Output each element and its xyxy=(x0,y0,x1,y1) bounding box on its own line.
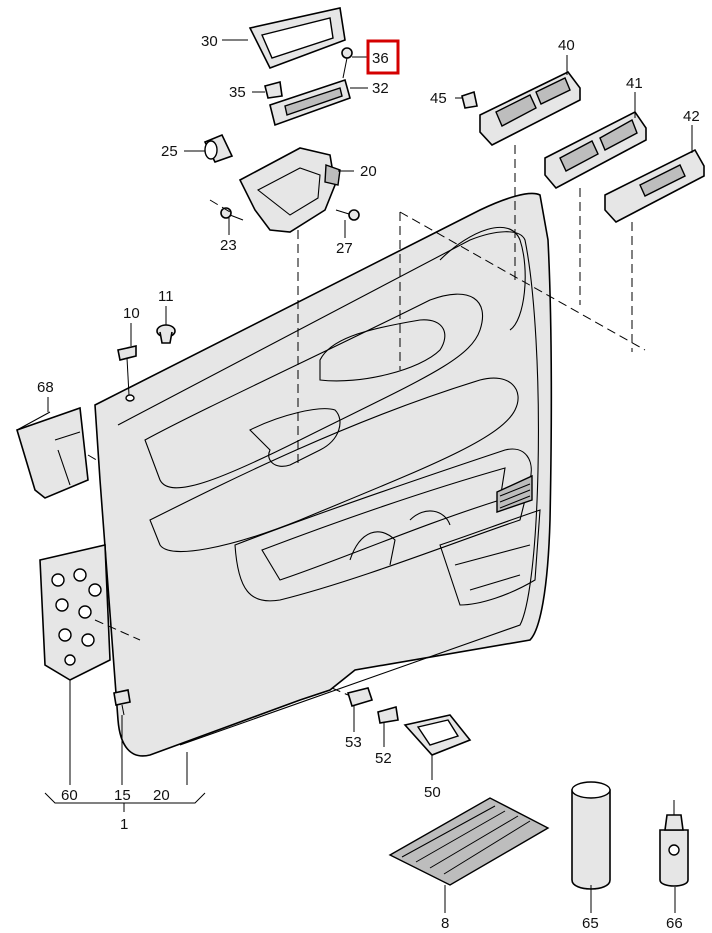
part-11-clip xyxy=(156,324,176,344)
label-32: 32 xyxy=(372,80,389,97)
label-52: 52 xyxy=(375,750,392,767)
part-labels: 30 36 35 32 25 20 23 27 40 45 41 42 10 1… xyxy=(37,33,700,932)
part-36-screw xyxy=(341,47,353,79)
part-35-clip xyxy=(264,80,283,99)
part-23-screw xyxy=(220,207,244,221)
label-20-bottom: 20 xyxy=(153,787,170,804)
label-40: 40 xyxy=(558,37,575,54)
label-11: 11 xyxy=(158,288,174,305)
label-36: 36 xyxy=(372,50,389,67)
part-65-roll xyxy=(571,781,611,890)
label-60: 60 xyxy=(61,787,78,804)
part-52-clip xyxy=(377,705,399,724)
label-66: 66 xyxy=(666,915,683,932)
part-68-foam-pad xyxy=(16,406,89,499)
label-53: 53 xyxy=(345,734,362,751)
part-8-sound-mat xyxy=(388,797,550,886)
part-20-handle-bracket xyxy=(238,147,341,233)
part-40-switch-unit xyxy=(479,70,581,146)
part-25-bulb xyxy=(203,133,234,163)
part-15-clip xyxy=(113,689,131,716)
part-45-clip xyxy=(461,90,478,109)
highlight-box xyxy=(366,39,400,75)
speaker-grille xyxy=(496,474,533,513)
part-32-switch-frame xyxy=(269,78,351,127)
label-10: 10 xyxy=(123,305,140,322)
assembly-lines xyxy=(87,145,646,696)
label-1: 1 xyxy=(120,816,128,833)
label-15: 15 xyxy=(114,787,131,804)
part-42-switch-unit xyxy=(604,148,705,223)
label-23: 23 xyxy=(220,237,237,254)
label-20-top: 20 xyxy=(360,163,377,180)
label-30: 30 xyxy=(201,33,218,50)
part-27-screw xyxy=(335,209,360,221)
label-68: 68 xyxy=(37,379,54,396)
part-41-switch-unit xyxy=(544,110,647,190)
label-65: 65 xyxy=(582,915,599,932)
label-50: 50 xyxy=(424,784,441,801)
label-27: 27 xyxy=(336,240,353,257)
part-50-bin xyxy=(403,714,472,756)
label-45: 45 xyxy=(430,90,447,107)
part-10-clip xyxy=(117,345,137,396)
label-41: 41 xyxy=(626,75,643,92)
part-53-clip xyxy=(346,687,374,707)
door-trim-panel xyxy=(94,192,553,757)
label-8: 8 xyxy=(441,915,449,932)
leader-lines xyxy=(44,39,693,913)
label-35: 35 xyxy=(229,84,246,101)
part-60-insulation xyxy=(39,544,111,681)
part-30-tray xyxy=(248,7,346,70)
part-66-bottle xyxy=(659,800,689,887)
label-25: 25 xyxy=(161,143,178,160)
label-42: 42 xyxy=(683,108,700,125)
